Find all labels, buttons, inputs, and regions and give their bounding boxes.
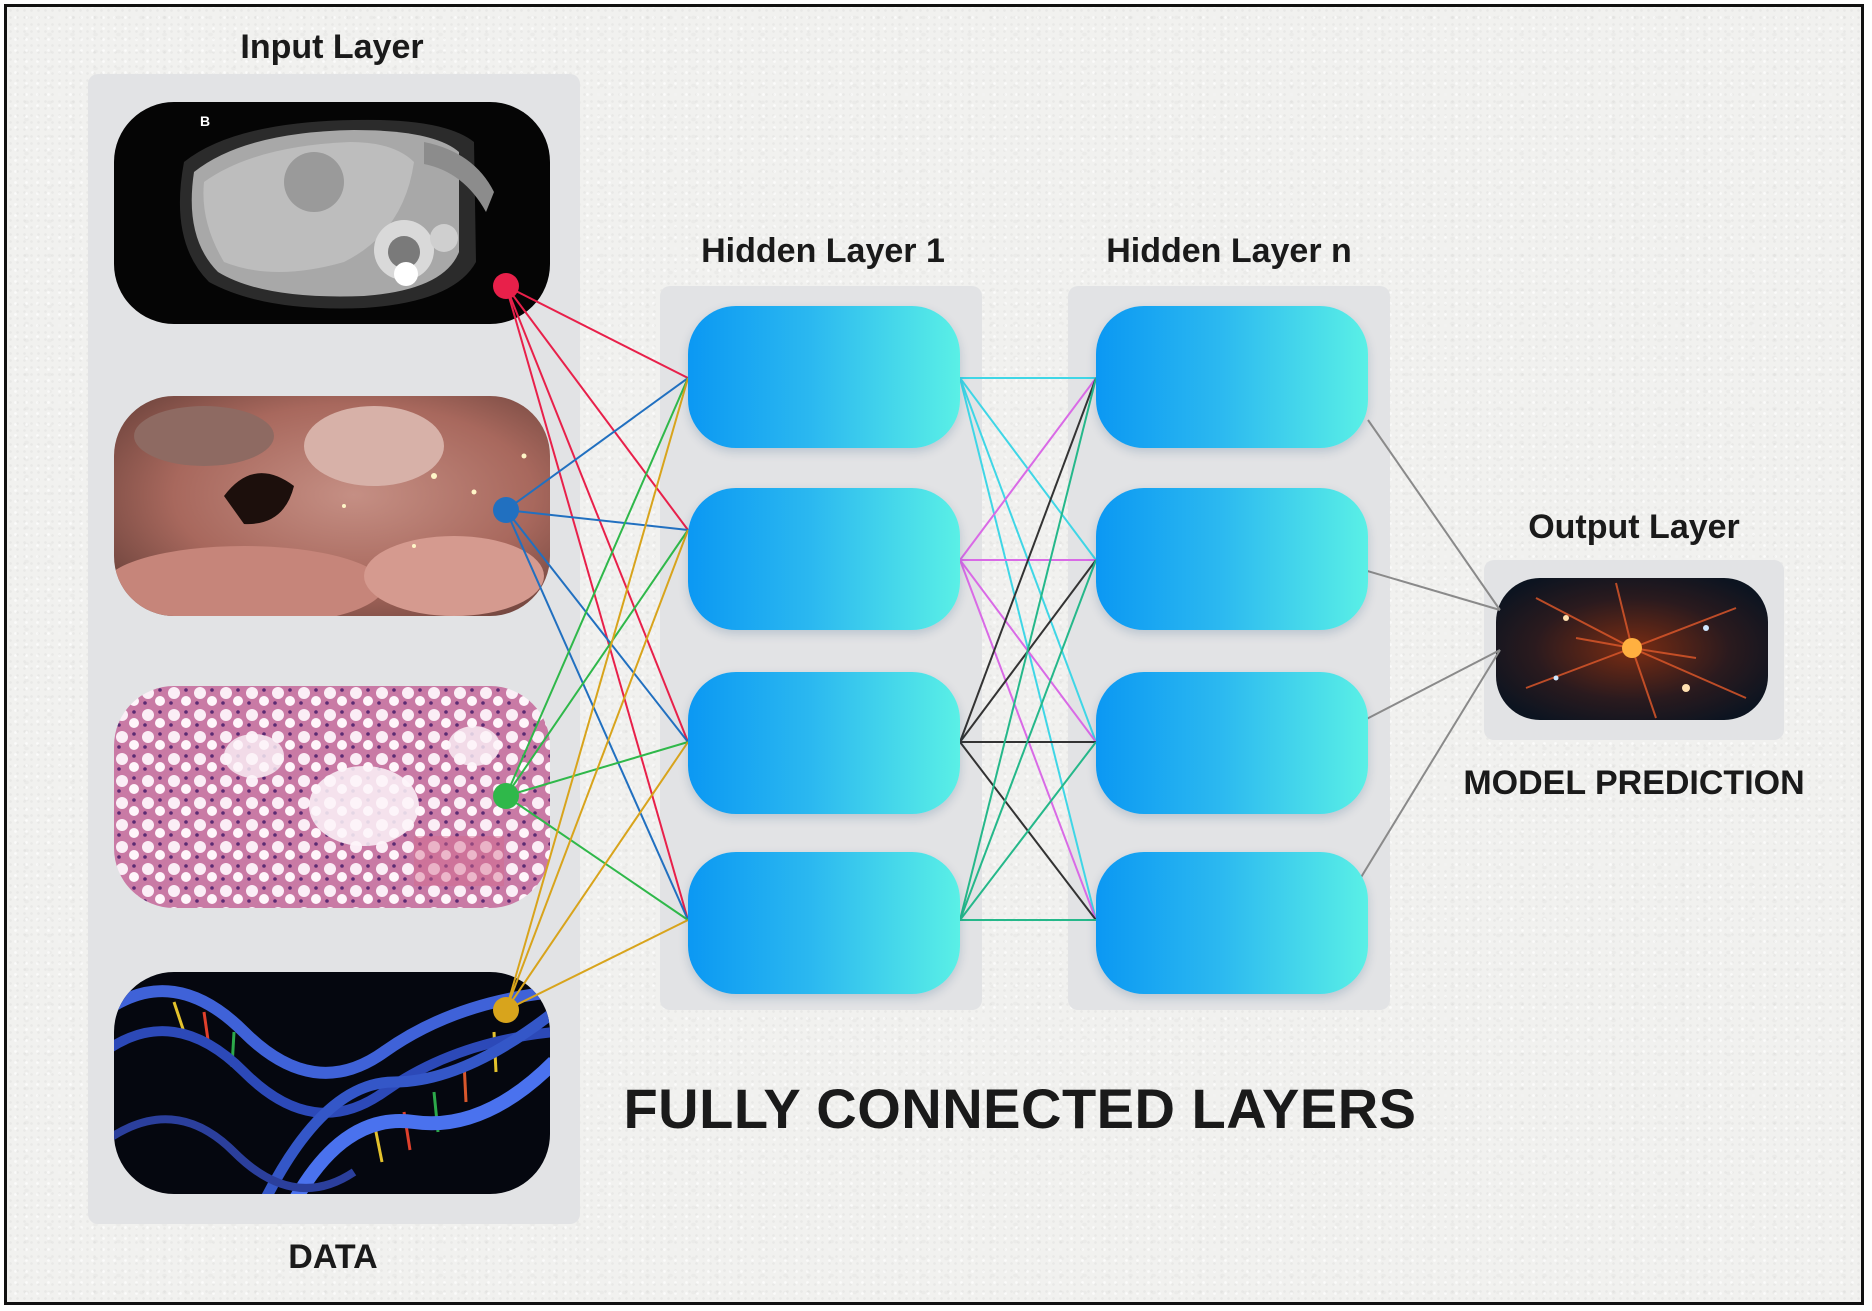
input-1-to-h1-3-link [505, 285, 689, 743]
hidden-1-node-3 [688, 672, 960, 814]
h1-3-to-hn-1-link [959, 377, 1097, 743]
h1-4-to-hn-2-link [959, 559, 1097, 921]
input-4-to-h1-1-link [505, 377, 689, 1011]
ct-scan-image: B [114, 102, 550, 324]
input-2-to-h1-2-link [505, 509, 689, 531]
input-1-to-h1-2-link [505, 285, 689, 531]
hidden-n-node-4 [1096, 852, 1368, 994]
dna-helix-image [114, 972, 550, 1194]
model-prediction-image [1496, 578, 1768, 720]
hidden-n-node-1 [1096, 306, 1368, 448]
input-4-to-h1-4-link [505, 919, 689, 1011]
input-3-to-h1-4-link [505, 795, 689, 921]
input-3-to-h1-1-link [505, 377, 689, 797]
endoscopy-image [114, 396, 550, 616]
input-dot-ct [493, 273, 519, 299]
input-2-to-h1-3-link [505, 509, 689, 743]
hn-1-to-output-link [1367, 419, 1501, 611]
h1-4-to-hn-1-link [959, 377, 1097, 921]
input-dot-dna [493, 997, 519, 1023]
hidden-n-node-3 [1096, 672, 1368, 814]
input-2-to-h1-1-link [505, 377, 689, 511]
model-prediction-label: MODEL PREDICTION [1463, 764, 1805, 802]
input-1-to-h1-4-link [505, 285, 689, 921]
input-dot-endoscopy [493, 497, 519, 523]
hidden-layer-1-title: Hidden Layer 1 [701, 232, 945, 270]
input-4-to-h1-2-link [505, 529, 689, 1011]
h1-4-to-hn-3-link [959, 741, 1097, 921]
h1-2-to-hn-1-link [959, 377, 1097, 561]
input-4-to-h1-3-link [505, 741, 689, 1011]
output-layer-title: Output Layer [1528, 508, 1740, 546]
hidden-1-node-1 [688, 306, 960, 448]
hidden-1-node-2 [688, 488, 960, 630]
input-3-to-h1-2-link [505, 529, 689, 797]
fully-connected-layers-title: FULLY CONNECTED LAYERS [623, 1077, 1417, 1140]
hidden-layer-n-title: Hidden Layer n [1106, 232, 1352, 270]
input-dot-histology [493, 783, 519, 809]
hidden-1-node-4 [688, 852, 960, 994]
hidden-n-node-2 [1096, 488, 1368, 630]
ct-scan-corner-label: B [200, 113, 210, 129]
input-2-to-h1-4-link [505, 509, 689, 921]
input-layer-title: Input Layer [240, 28, 424, 66]
input-1-to-h1-1-link [505, 285, 689, 379]
histology-image [114, 686, 550, 908]
data-label: DATA [288, 1238, 378, 1276]
